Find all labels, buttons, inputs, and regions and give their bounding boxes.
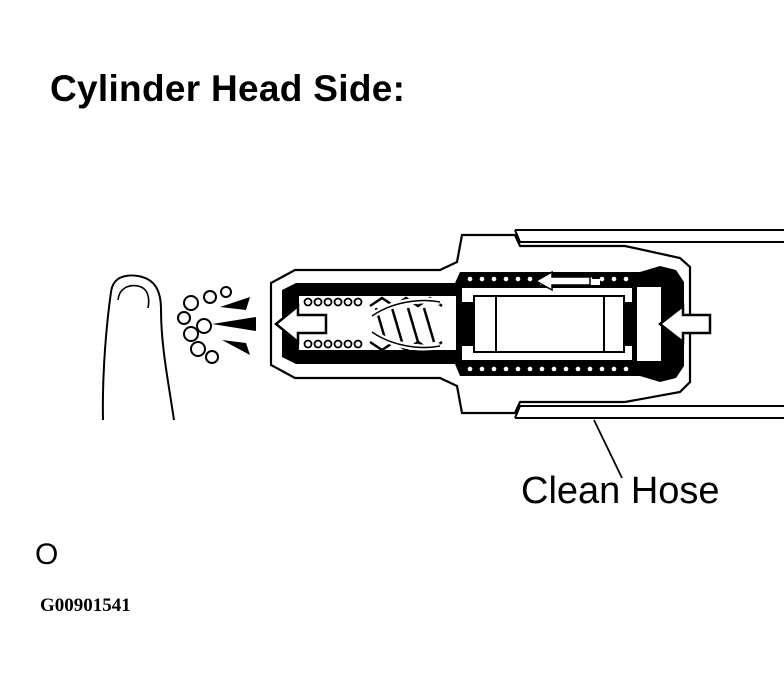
result-mark: O	[35, 538, 59, 571]
arrow-left-icon	[274, 303, 328, 345]
hose-callout-label: Clean Hose	[521, 470, 720, 512]
diagram-title: Cylinder Head Side:	[50, 68, 406, 109]
flow-arrow-icon	[534, 270, 591, 292]
pcv-valve-icon	[269, 233, 692, 415]
air-puff-icon	[177, 286, 256, 364]
figure-id: G00901541	[40, 595, 131, 616]
hose-icon	[514, 229, 784, 479]
arrow-left-icon	[657, 303, 712, 345]
finger-icon	[101, 274, 175, 421]
